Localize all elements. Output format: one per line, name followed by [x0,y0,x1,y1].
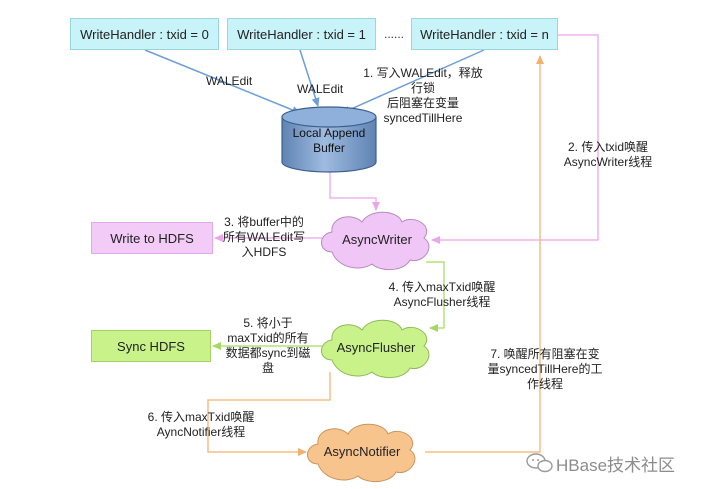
async-notifier-label: AsyncNotifier [323,444,401,459]
arrow-handlern-buffer [341,49,485,114]
step-6-label: 6. 传入maxTxid唤醒 AyncNotifier线程 [147,410,255,439]
write-handler-1: WriteHandler : txid = 1 [227,18,376,50]
arrow-handler1-buffer [299,49,320,107]
sync-hdfs-box: Sync HDFS [91,330,211,362]
wechat-icon [526,453,553,473]
arrow-handlern-writer [431,34,599,244]
arrow-flusher-notifier [207,372,331,456]
cloud-async-notifier [307,423,416,482]
arrow-notifier-handlern [425,55,544,453]
async-writer-label: AsyncWriter [342,232,412,247]
write-to-hdfs-box: Write to HDFS [91,222,213,254]
buffer-label: Local Append Buffer [292,126,366,155]
watermark: HBase技术社区 [556,456,676,475]
waledit-label-0: WALEdit [206,74,253,88]
write-handler-n: WriteHandler : txid = n [411,18,558,50]
write-handler-0: WriteHandler : txid = 0 [70,18,219,50]
step-5-label: 5. 将小于 maxTxid的所有 数据都sync到磁 盘 [225,316,311,375]
cloud-async-flusher [321,319,430,378]
step-1-label: 1. 写入WALEdit，释放行锁 后阻塞在变量 syncedTillHere [363,66,483,125]
handlers-ellipsis: ...... [384,27,405,41]
step-7-label: 7. 唤醒所有阻塞在变 量syncedTillHere的工 作线程 [487,347,603,391]
step-2-label: 2. 传入txid唤醒 AsyncWriter线程 [563,140,653,169]
arrow-handler0-buffer [144,49,301,114]
arrow-writer-flusher [426,261,445,332]
buffer-cylinder [281,106,377,173]
step-4-label: 4. 传入maxTxid唤醒 AsyncFlusher线程 [388,280,496,309]
cloud-async-writer [321,211,430,270]
arrow-buffer-writer [329,172,380,211]
async-flusher-label: AsyncFlusher [336,340,416,355]
waledit-label-1: WALEdit [297,82,344,96]
step-3-label: 3. 将buffer中的 所有WALEdit写 入HDFS [222,215,306,259]
